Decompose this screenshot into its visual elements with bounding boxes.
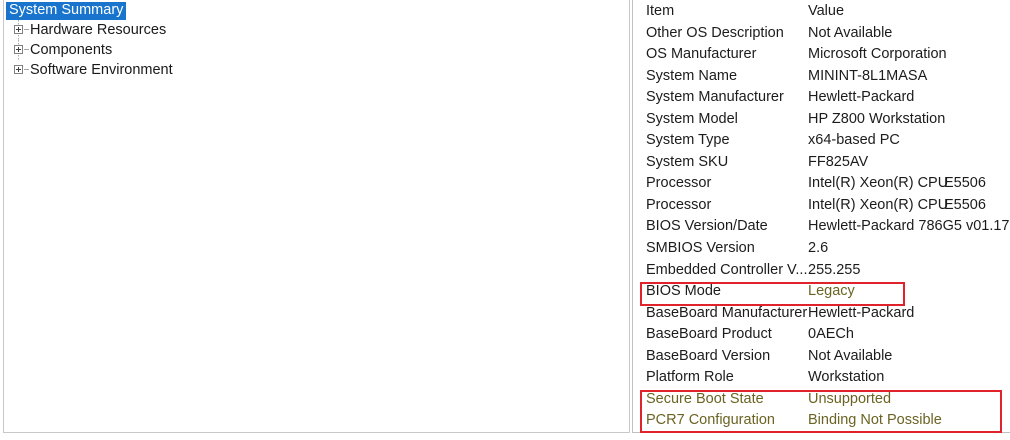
tree-item-system-summary[interactable]: System Summary — [4, 0, 629, 20]
expand-plus-icon[interactable] — [14, 24, 23, 34]
details-row-item: BaseBoard Product — [646, 326, 772, 343]
details-row-item: PCR7 Configuration — [646, 412, 775, 429]
details-row[interactable]: BaseBoard Version Not Available — [633, 345, 1010, 367]
details-row[interactable]: BIOS Mode Legacy — [633, 280, 1010, 302]
details-row-value: 2.6 — [808, 240, 829, 257]
details-row-value: MININT-8L1MASA — [808, 67, 928, 84]
details-row-value: Not Available — [808, 347, 893, 364]
details-row-value: Unsupported — [808, 390, 892, 407]
details-row-item: System Model — [646, 110, 738, 127]
details-row-value: Legacy — [808, 283, 855, 300]
details-row[interactable]: SMBIOS Version 2.6 — [633, 237, 1010, 259]
tree-connector-dash — [24, 68, 29, 70]
details-row-item: System Manufacturer — [646, 89, 784, 106]
column-header-value: Value — [808, 3, 845, 19]
details-row-item: System SKU — [646, 153, 729, 170]
details-row-value: 0AECh — [808, 326, 854, 343]
details-row-value: Not Available — [808, 24, 893, 41]
details-row-value: 255.255 — [808, 261, 861, 278]
tree-item-hardware-resources[interactable]: Hardware Resources — [4, 20, 629, 40]
details-row-value: Intel(R) Xeon(R) CPU — [808, 196, 949, 213]
details-row-item: Platform Role — [646, 369, 734, 386]
details-row-value: x64-based PC — [808, 132, 900, 149]
details-row-item: SMBIOS Version — [646, 240, 755, 257]
details-row-value: FF825AV — [808, 153, 869, 170]
details-row[interactable]: Secure Boot State Unsupported — [633, 388, 1010, 410]
tree-item-hardware-resources-label: Hardware Resources — [30, 22, 167, 39]
details-row-value: Microsoft Corporation — [808, 46, 947, 63]
tree-connector-dash — [24, 28, 29, 30]
details-row-value: HP Z800 Workstation — [808, 110, 946, 127]
details-row[interactable]: BaseBoard Product 0AECh — [633, 323, 1010, 345]
details-row-item: BaseBoard Manufacturer — [646, 304, 808, 321]
details-row-item: Secure Boot State — [646, 390, 764, 407]
column-header-item: Item — [646, 3, 675, 19]
details-row-value: Intel(R) Xeon(R) CPU — [808, 175, 949, 192]
details-row[interactable]: System Manufacturer Hewlett-Packard — [633, 86, 1010, 108]
details-row-value: Binding Not Possible — [808, 412, 942, 429]
details-row-item: BIOS Mode — [646, 283, 721, 300]
details-row-item: BIOS Version/Date — [646, 218, 768, 235]
details-row[interactable]: Other OS Description Not Available — [633, 22, 1010, 44]
tree-item-software-environment-label: Software Environment — [30, 62, 173, 79]
details-row-item: Other OS Description — [646, 24, 784, 41]
details-row-value-extra: E5506 — [944, 196, 986, 213]
system-info-tree-panel[interactable]: System Summary Hardware Resources Compon… — [3, 0, 630, 433]
details-row[interactable]: System Type x64-based PC — [633, 129, 1010, 151]
tree-item-system-summary-label: System Summary — [6, 2, 127, 20]
details-row[interactable]: System Name MININT-8L1MASA — [633, 65, 1010, 87]
details-row-item: Embedded Controller V... — [646, 261, 808, 278]
details-row[interactable]: System Model HP Z800 Workstation — [633, 108, 1010, 130]
details-row[interactable]: OS Manufacturer Microsoft Corporation — [633, 43, 1010, 65]
tree-root: System Summary Hardware Resources Compon… — [4, 0, 629, 80]
tree-item-components-label: Components — [30, 42, 113, 59]
details-row-item: Processor — [646, 175, 712, 192]
expand-plus-icon[interactable] — [14, 64, 23, 74]
details-row[interactable]: PCR7 Configuration Binding Not Possible — [633, 409, 1010, 431]
expand-plus-icon[interactable] — [14, 44, 23, 54]
details-row-item: Processor — [646, 196, 712, 213]
details-row-value-extra: E5506 — [944, 175, 986, 192]
details-row-item: System Name — [646, 67, 738, 84]
details-row-value: Hewlett-Packard — [808, 304, 915, 321]
tree-item-components[interactable]: Components — [4, 40, 629, 60]
details-row-value: Hewlett-Packard — [808, 89, 915, 106]
details-row-item: BaseBoard Version — [646, 347, 771, 364]
details-row-item: OS Manufacturer — [646, 46, 757, 63]
details-row-value: Workstation — [808, 369, 885, 386]
tree-item-software-environment[interactable]: Software Environment — [4, 60, 629, 80]
details-row[interactable]: Embedded Controller V...255.255 — [633, 259, 1010, 281]
details-row[interactable]: Platform Role Workstation — [633, 366, 1010, 388]
details-row[interactable]: BIOS Version/Date Hewlett-Packard 786G5 v… — [633, 215, 1010, 237]
details-row-value: Hewlett-Packard 786G5 v01.17, 8/ — [808, 218, 1010, 235]
details-row[interactable]: System SKU FF825AV — [633, 151, 1010, 173]
details-row-item: System Type — [646, 132, 730, 149]
tree-connector-dash — [24, 48, 29, 50]
details-header-row: Item Value — [633, 0, 1010, 22]
